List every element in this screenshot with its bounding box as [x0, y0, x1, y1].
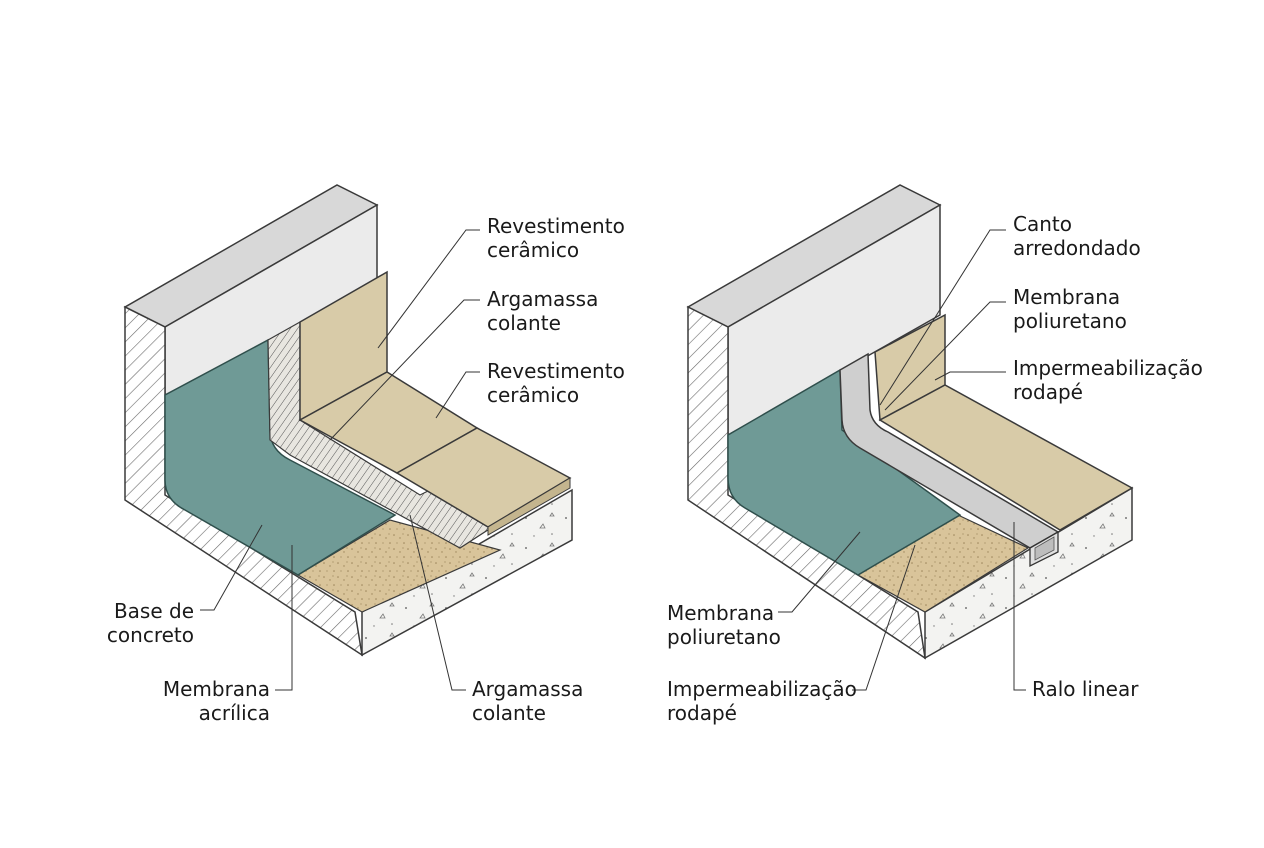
label-line: Impermeabilização — [1013, 356, 1203, 380]
left-leader-membrane — [275, 545, 293, 691]
label-line: Membrana — [162, 677, 270, 701]
left-detail — [123, 184, 573, 691]
label-line: Argamassa — [487, 287, 599, 311]
label-line: Revestimento — [487, 359, 625, 383]
label-right-top-membrane: Membrana poliuretano — [1013, 285, 1127, 333]
label-line: Revestimento — [487, 214, 625, 238]
label-line: acrílica — [198, 701, 270, 725]
left-wall-section — [124, 305, 364, 657]
label-line: poliuretano — [1013, 309, 1127, 333]
right-concrete-base — [924, 486, 1133, 660]
label-line: colante — [472, 701, 546, 725]
label-line: Argamassa — [472, 677, 584, 701]
right-membrane — [727, 368, 962, 576]
label-line: cerâmico — [487, 383, 580, 407]
label-right-membrane: Membrana poliuretano — [667, 601, 781, 649]
label-left-membrane: Membrana acrílica — [160, 677, 270, 725]
right-floor-tile — [878, 384, 1134, 531]
right-leader-corner — [879, 229, 1006, 406]
right-leader-skirting — [852, 544, 916, 691]
label-line: rodapé — [667, 701, 737, 725]
label-line: arredondado — [1013, 236, 1141, 260]
label-line: Membrana — [1013, 285, 1121, 309]
right-leader-top-membrane — [884, 301, 1006, 411]
label-right-corner: Canto arredondado — [1013, 212, 1141, 260]
left-leader-floor-tile — [435, 371, 480, 419]
label-right-drain: Ralo linear — [1032, 677, 1138, 701]
label-line: cerâmico — [487, 238, 580, 262]
label-left-bottom-mortar: Argamassa colante — [472, 677, 583, 725]
label-right-skirting: Impermeabilização rodapé — [667, 677, 857, 725]
left-concrete-base — [361, 488, 573, 657]
label-line: Canto — [1013, 212, 1072, 236]
right-leader-top-skirting — [934, 371, 1006, 381]
label-right-top-skirting: Impermeabilização rodapé — [1013, 356, 1203, 404]
label-line: poliuretano — [667, 625, 781, 649]
label-left-top-tile: Revestimento cerâmico — [487, 214, 625, 262]
right-leader-membrane — [778, 531, 861, 613]
linear-drain-icon — [1029, 530, 1059, 568]
left-leader-top-mortar — [329, 299, 480, 441]
left-sand-bed — [296, 519, 502, 613]
left-tile-edge — [487, 477, 571, 536]
right-leader-drain — [1013, 522, 1026, 691]
left-leader-top-tile — [377, 229, 480, 349]
left-leader-base — [200, 524, 263, 611]
label-line: concreto — [106, 623, 194, 647]
label-line: Membrana — [667, 601, 775, 625]
right-wall-section — [687, 305, 926, 660]
right-detail — [686, 184, 1134, 691]
label-left-top-mortar: Argamassa colante — [487, 287, 598, 335]
label-line: Impermeabilização — [667, 677, 857, 701]
label-left-floor-tile: Revestimento cerâmico — [487, 359, 625, 407]
label-line: rodapé — [1013, 380, 1083, 404]
label-left-base: Base de concreto — [90, 599, 194, 647]
label-line: Ralo linear — [1032, 677, 1139, 701]
left-leader-bottom-mortar — [409, 514, 466, 691]
label-line: colante — [487, 311, 561, 335]
label-line: Base de — [113, 599, 194, 623]
